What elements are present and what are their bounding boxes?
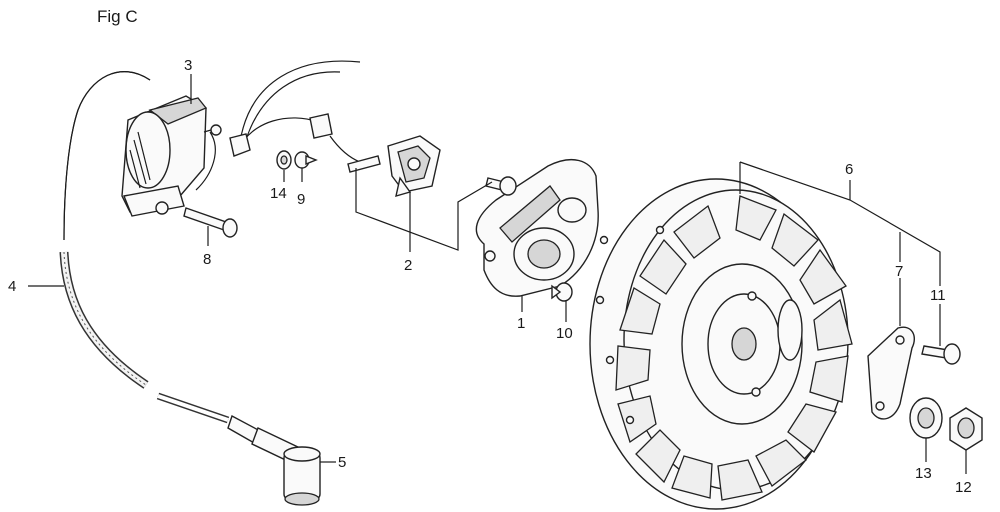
callout-14: 14 [270, 185, 287, 202]
part-6-flywheel [589, 178, 853, 510]
part-14-washer [276, 150, 292, 170]
wire-harness [229, 60, 381, 173]
part-5-plug-cap [227, 414, 321, 506]
part-3-ignition-coil [121, 95, 222, 217]
callout-4: 4 [8, 278, 16, 295]
callout-6: 6 [845, 161, 853, 178]
part-4-ht-lead [59, 71, 230, 424]
leader-lines [28, 74, 967, 474]
callout-9: 9 [297, 191, 305, 208]
figure-title: Fig C [97, 7, 138, 26]
callout-13: 13 [915, 465, 932, 482]
callout-3: 3 [184, 57, 192, 74]
part-2-contact-breaker [387, 135, 441, 197]
callout-8: 8 [203, 251, 211, 268]
callout-1: 1 [517, 315, 525, 332]
part-9-screw [294, 151, 318, 169]
part-13-washer [909, 397, 943, 439]
callout-10: 10 [556, 325, 573, 342]
part-10-screw [551, 282, 573, 302]
callout-12: 12 [955, 479, 972, 496]
part-7-plate [867, 326, 916, 420]
callout-5: 5 [338, 454, 346, 471]
part-12-nut [949, 407, 983, 451]
callout-11: 11 [930, 287, 946, 304]
part-8-coil-bolt [183, 207, 238, 238]
part-11-bolt [921, 343, 961, 365]
callout-2: 2 [404, 257, 412, 274]
callout-labels: 3 4 5 8 14 9 2 1 10 6 7 11 13 12 [8, 57, 972, 496]
callout-7: 7 [895, 263, 903, 280]
cover-bolt-top [485, 176, 517, 196]
